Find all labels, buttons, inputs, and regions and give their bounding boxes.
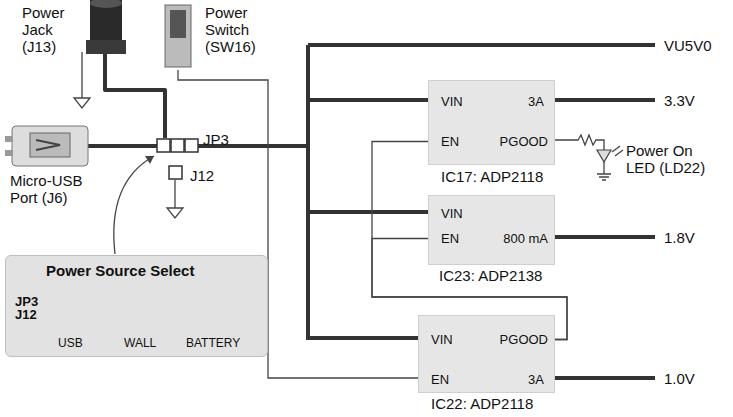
pin-name: EN <box>431 372 449 387</box>
ground-symbol <box>167 180 183 218</box>
part-label: 1.0V <box>664 370 695 387</box>
ground-symbol <box>74 52 90 108</box>
output-rail <box>555 100 655 378</box>
pin-name: PGOOD <box>500 332 548 347</box>
pin-name: 3A <box>528 94 544 109</box>
part-label: JP3 <box>203 131 229 148</box>
usb-port <box>5 126 88 166</box>
part-label: Power On LED (LD22) <box>626 142 726 176</box>
chip-caption: IC17: ADP2118 <box>441 169 543 184</box>
part-label: Micro-USB Port (J6) <box>10 172 100 206</box>
jack-wire <box>105 50 165 138</box>
regulator-chip: VIN3AENPGOODIC17: ADP2118 <box>428 80 555 165</box>
pin-name: VIN <box>441 94 463 109</box>
ground-symbol <box>597 162 611 180</box>
resistor-symbol <box>555 135 604 150</box>
selector-text: JP3 J12 <box>15 295 41 321</box>
part-label: J12 <box>190 167 214 184</box>
led-symbol <box>597 150 611 162</box>
usb-wire <box>88 144 158 148</box>
pin-name: EN <box>441 231 459 246</box>
power-jack <box>86 0 126 54</box>
part-label: VU5V0 <box>664 37 712 54</box>
arrow-head <box>145 156 154 164</box>
pin-name: 3A <box>528 372 544 387</box>
regulator-chip: VINEN800 mAIC23: ADP2138 <box>428 195 555 265</box>
selector-text: WALL <box>124 336 156 351</box>
selector-text: Power Source Select <box>46 263 194 278</box>
part-label: Power Jack (J13) <box>22 4 82 55</box>
pin-name: VIN <box>431 332 453 347</box>
selector-text: BATTERY <box>186 336 240 351</box>
part-label: 3.3V <box>664 92 695 109</box>
chip-caption: IC23: ADP2138 <box>439 268 542 283</box>
pin-name: EN <box>441 134 459 149</box>
pointer-arrow <box>114 156 154 254</box>
enable-wire <box>372 142 567 340</box>
pin-name: 800 mA <box>503 231 548 246</box>
part-label: Power Switch (SW16) <box>205 4 275 55</box>
pin-name: PGOOD <box>500 134 548 149</box>
pin-name: VIN <box>441 206 463 221</box>
chip-caption: IC22: ADP2118 <box>431 396 533 411</box>
regulator-chip: VINPGOODEN3AIC22: ADP2118 <box>418 315 555 393</box>
part-label: 1.8V <box>664 229 695 246</box>
power-switch <box>165 5 191 67</box>
selector-text: USB <box>58 336 83 351</box>
selector-panel: Power Source SelectJP3 J12USB WALL BATTERY <box>5 255 268 357</box>
light-rays <box>612 146 623 156</box>
